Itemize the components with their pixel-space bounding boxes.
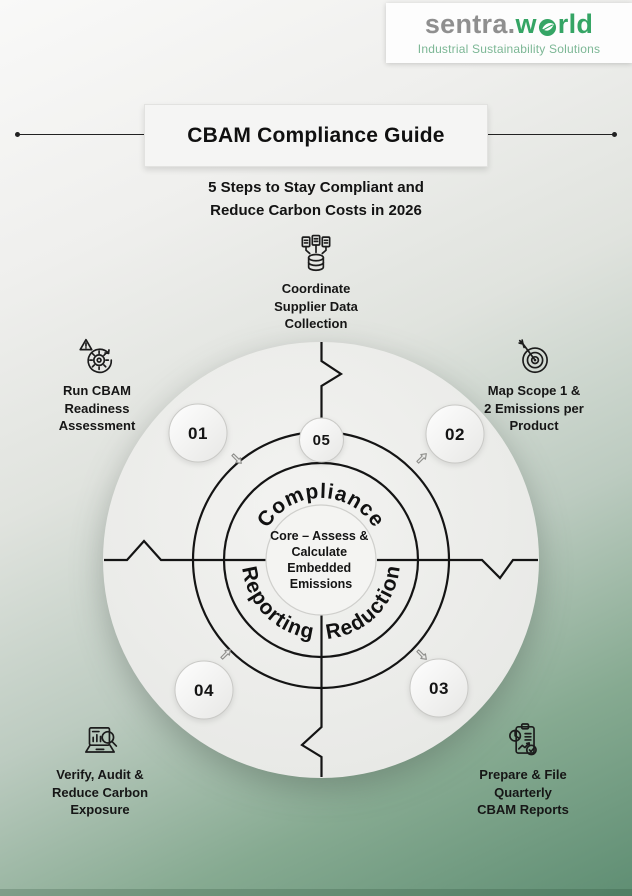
step-label-run-readiness-assessment: Run CBAM Readiness Assessment — [17, 336, 177, 435]
step-number-01: 01 — [188, 424, 208, 443]
wheel-inner-ring — [222, 461, 420, 659]
step-label-line: CBAM Reports — [477, 802, 569, 817]
step-number-02: 02 — [445, 425, 465, 444]
step-label-line: Run CBAM — [63, 383, 131, 398]
step-bubble-05 — [299, 417, 344, 463]
step-number-03: 03 — [429, 679, 449, 698]
core-text: Core – Assess & Calculate Embedded Emiss… — [270, 529, 372, 591]
step-label-line: Coordinate — [281, 281, 351, 296]
connector-right — [377, 558, 538, 580]
audit-icon — [79, 720, 121, 762]
brand-prefix: sentra. — [424, 8, 516, 39]
target-icon — [513, 336, 555, 378]
core-line: Calculate — [291, 545, 347, 559]
step-label-verify-audit-reduce: Verify, Audit & Reduce Carbon Exposure — [20, 720, 180, 819]
step-label-line: Quarterly — [494, 784, 552, 800]
divider-dot-right — [612, 131, 617, 137]
step-label-line: Collection — [284, 316, 348, 331]
step-bubble-04 — [174, 660, 234, 720]
wheel-core-circle — [265, 504, 377, 616]
connector-bottom — [300, 615, 323, 777]
subtitle-line-2: Reduce Carbon Costs in 2026 — [210, 202, 422, 219]
core-line: Core – Assess & — [270, 529, 368, 543]
core-line: Emissions — [290, 577, 353, 591]
divider-dot-left — [15, 131, 20, 137]
step-number-04: 04 — [194, 681, 214, 700]
step-label-line: Product — [509, 418, 559, 433]
step-label-line: Readiness — [64, 400, 130, 416]
connector-top — [320, 342, 344, 419]
step-label-line: Reduce Carbon — [51, 784, 149, 800]
database-icon — [295, 234, 337, 276]
globe-leaf-icon — [538, 15, 557, 36]
step-label-line: Supplier Data — [274, 298, 358, 314]
step-number-bubbles: 01 02 03 04 05 — [168, 403, 485, 720]
step-label-coordinate-supplier-data: Coordinate Supplier Data Collection — [231, 234, 401, 333]
page-title: CBAM Compliance Guide — [144, 104, 488, 167]
footer-bar — [0, 889, 632, 896]
quadrant-connector-lines — [104, 342, 538, 777]
step-number-05: 05 — [313, 432, 331, 449]
step-label-line: Prepare & File — [479, 767, 567, 782]
subtitle-line-1: 5 Steps to Stay Compliant and — [208, 179, 424, 196]
brand-tagline: Industrial Sustainability Solutions — [417, 41, 601, 56]
gear-alert-icon — [76, 336, 118, 378]
brand-world-w: w — [515, 8, 537, 39]
step-label-line: Exposure — [70, 802, 130, 817]
step-label-line: 2 Emissions per — [484, 400, 584, 416]
step-bubble-01 — [168, 403, 228, 463]
step-label-line: Assessment — [58, 418, 136, 433]
connector-left — [104, 539, 266, 562]
step-bubble-02 — [425, 404, 485, 464]
core-line: Embedded — [287, 561, 351, 575]
step-bubble-03 — [409, 658, 469, 718]
brand-world-rld: rld — [557, 8, 594, 39]
step-label-line: Verify, Audit & — [56, 767, 144, 782]
step-label-prepare-file-reports: Prepare & File Quarterly CBAM Reports — [443, 720, 603, 819]
page-subtitle: 5 Steps to Stay Compliant and Reduce Car… — [0, 176, 632, 222]
step-label-line: Map Scope 1 & — [487, 383, 581, 398]
step-label-map-scope-emissions: Map Scope 1 & 2 Emissions per Product — [454, 336, 614, 435]
report-icon — [502, 720, 544, 762]
